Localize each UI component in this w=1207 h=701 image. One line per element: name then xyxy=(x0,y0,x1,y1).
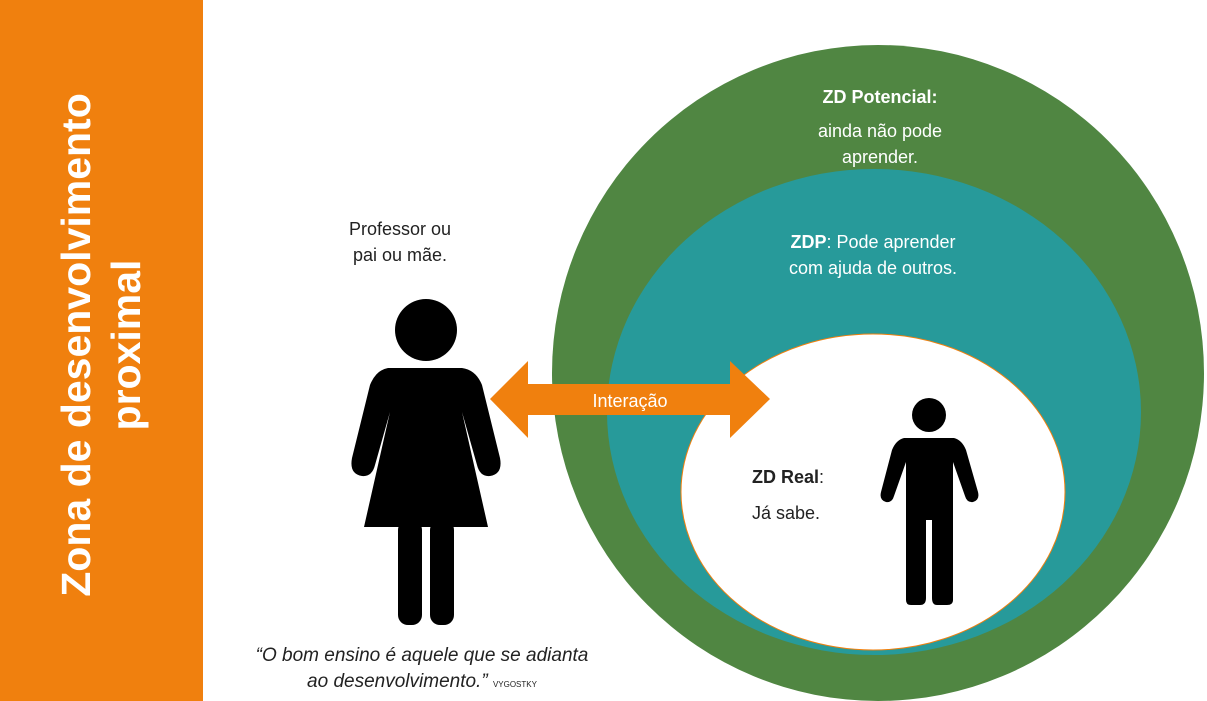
zdp-title: ZDP xyxy=(790,232,827,252)
zd-real-colon: : xyxy=(819,467,825,487)
zd-potencial-text: ZD Potencial: ainda não pode aprender. xyxy=(780,84,980,170)
zd-real-desc: Já sabe. xyxy=(752,503,821,523)
vygotsky-quote: “O bom ensino é aquele que se adianta ao… xyxy=(222,643,622,698)
interaction-arrow xyxy=(490,361,770,438)
quote-author: VYGOSTKY xyxy=(492,680,537,689)
zd-real-title: ZD Real xyxy=(752,467,820,487)
zd-real-text: ZD Real: Já sabe. xyxy=(752,464,824,526)
title-bar: Zona de desenvolvimento proximal xyxy=(0,0,203,701)
zd-real-circle xyxy=(680,333,1066,651)
zdp-text: ZDP: Pode aprender com ajuda de outros. xyxy=(753,229,993,281)
arrow-label: Interação xyxy=(592,391,668,411)
quote-line-2: ao desenvolvimento.” xyxy=(307,671,488,692)
teacher-figure-icon xyxy=(351,299,501,625)
teacher-label-line-2: pai ou mãe. xyxy=(352,245,448,265)
child-figure-icon xyxy=(880,398,979,605)
zdp-line-2: com ajuda de outros. xyxy=(788,258,958,278)
zd-potencial-line-2: aprender. xyxy=(841,147,919,167)
zdp-line-1: : Pode aprender xyxy=(826,232,956,252)
teacher-label: Professor ou pai ou mãe. xyxy=(340,216,460,268)
teacher-label-line-1: Professor ou xyxy=(348,219,452,239)
quote-line-1: “O bom ensino é aquele que se adianta xyxy=(255,645,589,666)
zd-potencial-line-1: ainda não pode xyxy=(817,121,943,141)
zd-potencial-title: ZD Potencial: xyxy=(822,87,938,107)
